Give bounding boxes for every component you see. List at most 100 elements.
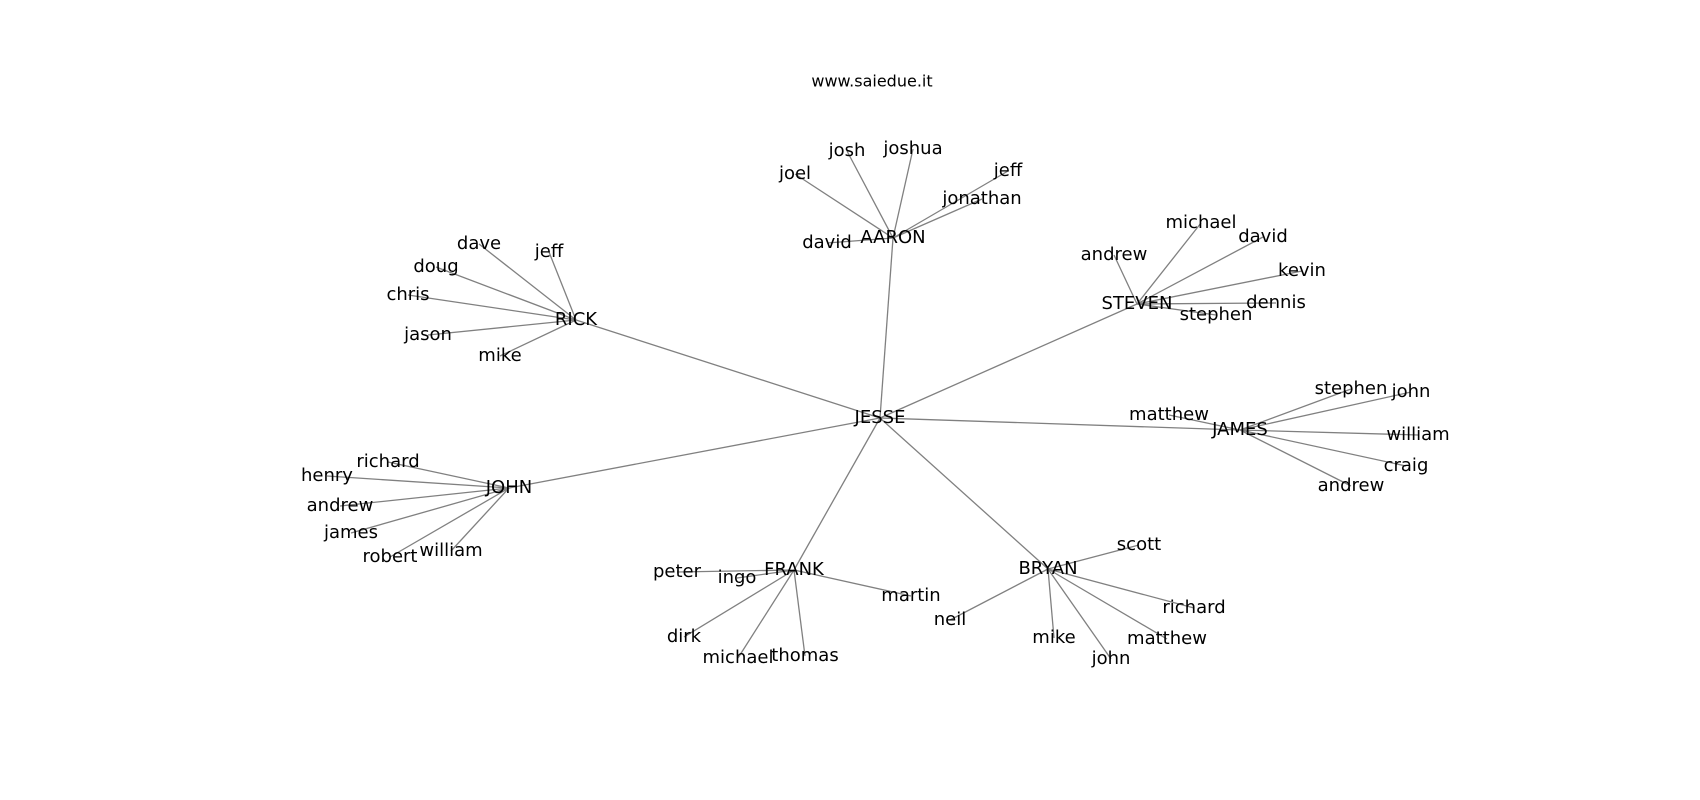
node-james-stephen: stephen — [1315, 378, 1388, 399]
node-aaron-jonathan: jonathan — [941, 188, 1021, 209]
edge-frank-peter — [676, 569, 795, 573]
node-bryan-scott: scott — [1117, 534, 1161, 555]
edge-steven-kevin — [1136, 270, 1303, 305]
edge-bryan-matthew — [1047, 568, 1168, 640]
node-frank: FRANK — [764, 559, 825, 580]
node-bryan-richard: richard — [1162, 597, 1225, 618]
edge-aaron-david — [826, 237, 894, 244]
node-james-matthew: matthew — [1129, 404, 1209, 425]
edge-rick-chris — [407, 294, 577, 321]
node-john-richard: richard — [356, 451, 419, 472]
node-james-john: john — [1391, 381, 1431, 402]
node-aaron-jeff: jeff — [993, 160, 1023, 181]
node-aaron-josh: josh — [828, 140, 866, 161]
node-john-henry: henry — [301, 465, 353, 486]
edge-aaron-jeff — [892, 170, 1009, 239]
node-aaron: AARON — [860, 227, 925, 248]
node-bryan: BRYAN — [1018, 558, 1077, 579]
edge-james-john — [1239, 391, 1412, 431]
node-rick-chris: chris — [386, 284, 429, 305]
edge-john-james — [350, 487, 510, 534]
edge-frank-michael — [737, 569, 795, 659]
edge-jesse-james — [879, 417, 1241, 431]
edge-rick-jeff — [548, 251, 577, 321]
edge-steven-dennis — [1136, 302, 1277, 305]
edge-bryan-neil — [949, 568, 1049, 621]
edge-frank-thomas — [793, 569, 806, 657]
edge-rick-doug — [435, 266, 577, 321]
node-rick: RICK — [555, 309, 598, 330]
node-john-william: william — [419, 540, 482, 561]
edge-jesse-john — [508, 417, 881, 489]
node-steven-andrew: andrew — [1081, 244, 1148, 265]
node-bryan-matthew: matthew — [1127, 628, 1207, 649]
edge-aaron-josh — [846, 150, 894, 239]
node-aaron-joshua: joshua — [882, 138, 942, 159]
edge-steven-david — [1136, 236, 1264, 305]
edge-john-andrew — [339, 487, 510, 507]
edge-john-robert — [389, 487, 510, 558]
edge-jesse-frank — [793, 417, 881, 571]
node-steven-michael: michael — [1166, 212, 1237, 233]
node-james-william: william — [1386, 424, 1449, 445]
node-frank-ingo: ingo — [718, 567, 757, 588]
node-steven: STEVEN — [1102, 293, 1173, 314]
node-james-craig: craig — [1384, 455, 1429, 476]
edge-rick-mike — [499, 319, 577, 357]
edge-rick-jason — [427, 319, 577, 336]
node-bryan-mike: mike — [1032, 627, 1075, 648]
node-frank-dirk: dirk — [667, 626, 702, 647]
edge-steven-stephen — [1136, 303, 1217, 316]
node-bryan-john: john — [1091, 648, 1131, 669]
node-frank-peter: peter — [653, 561, 702, 582]
node-john: JOHN — [485, 477, 532, 498]
edge-jesse-bryan — [879, 417, 1049, 570]
edge-rick-dave — [478, 243, 577, 321]
edge-james-william — [1239, 429, 1419, 436]
edge-frank-martin — [793, 569, 912, 597]
edge-aaron-joel — [794, 173, 894, 239]
node-john-james: james — [323, 522, 378, 543]
edge-steven-michael — [1136, 222, 1202, 305]
edge-aaron-jonathan — [892, 198, 983, 239]
edge-john-richard — [387, 461, 510, 489]
node-steven-kevin: kevin — [1278, 260, 1326, 281]
edge-jesse-rick — [575, 319, 881, 419]
node-aaron-david: david — [802, 232, 852, 253]
edge-frank-dirk — [683, 569, 795, 638]
node-steven-stephen: stephen — [1180, 304, 1253, 325]
node-james: JAMES — [1211, 419, 1268, 440]
node-john-andrew: andrew — [307, 495, 374, 516]
edge-steven-andrew — [1113, 254, 1138, 305]
edge-bryan-richard — [1047, 568, 1195, 609]
edge-bryan-scott — [1047, 544, 1140, 570]
node-rick-jason: jason — [403, 324, 452, 345]
node-aaron-joel: joel — [778, 163, 811, 184]
node-james-andrew: andrew — [1318, 475, 1385, 496]
node-steven-david: david — [1238, 226, 1288, 247]
edge-james-craig — [1239, 429, 1407, 467]
edge-aaron-joshua — [892, 148, 914, 239]
node-john-robert: robert — [363, 546, 418, 567]
node-frank-martin: martin — [881, 585, 940, 606]
edge-bryan-john — [1047, 568, 1112, 660]
node-steven-dennis: dennis — [1246, 292, 1306, 313]
edge-layer — [326, 148, 1419, 660]
node-rick-mike: mike — [478, 345, 521, 366]
edge-jesse-steven — [879, 303, 1138, 419]
edge-bryan-mike — [1047, 568, 1055, 639]
edge-frank-ingo — [736, 569, 795, 579]
node-rick-dave: dave — [457, 233, 501, 254]
edge-james-stephen — [1239, 388, 1352, 431]
node-bryan-neil: neil — [934, 609, 966, 630]
edge-jesse-aaron — [879, 237, 894, 419]
edge-james-matthew — [1168, 414, 1241, 431]
node-rick-doug: doug — [413, 256, 458, 277]
node-rick-jeff: jeff — [534, 241, 564, 262]
node-jesse: JESSE — [854, 407, 906, 428]
edge-john-william — [450, 487, 510, 552]
node-frank-thomas: thomas — [771, 645, 838, 666]
edge-john-henry — [326, 475, 510, 489]
